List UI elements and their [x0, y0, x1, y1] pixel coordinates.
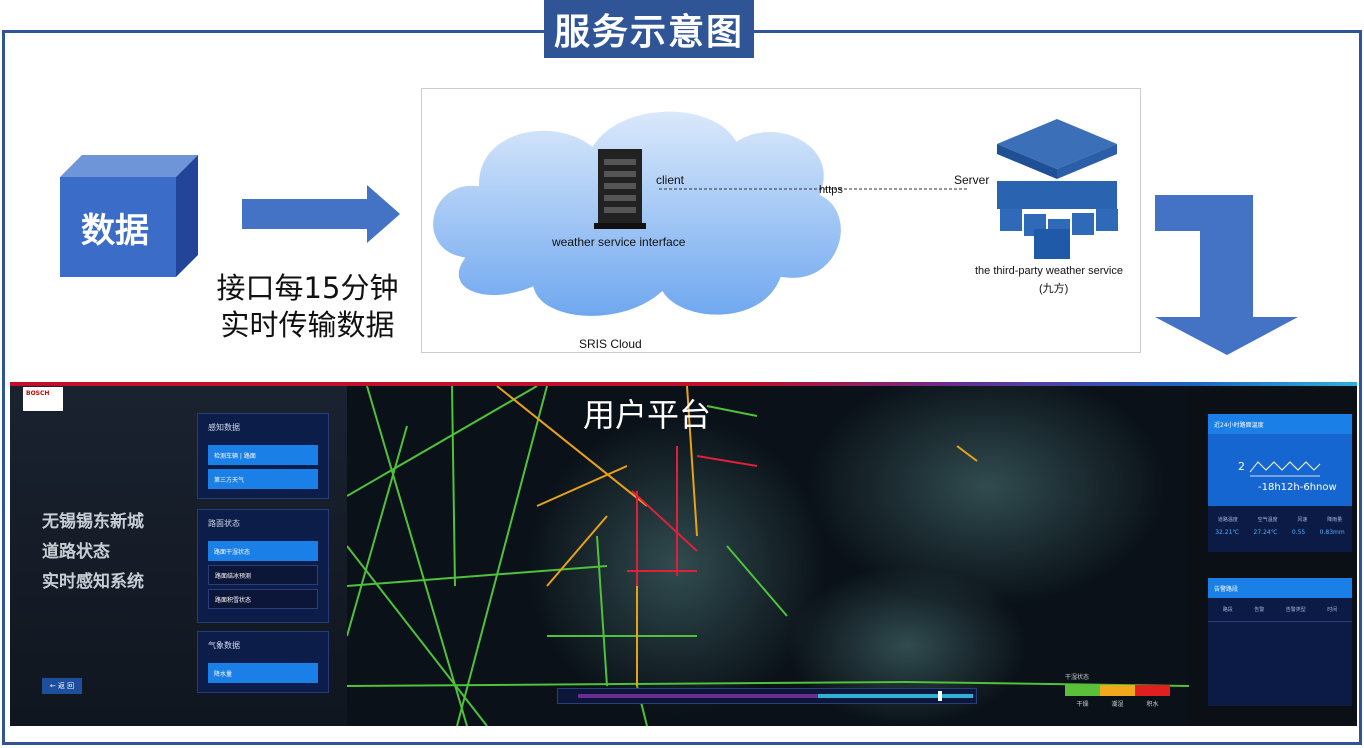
- weather-data-panel: 气象数据 降水量: [197, 631, 329, 693]
- legend-swatch-dry: [1065, 685, 1100, 696]
- cloud-label: SRIS Cloud: [579, 337, 642, 351]
- vehicle-road-button[interactable]: 检测车辆 | 路面: [208, 445, 318, 465]
- platform-title: 用户平台: [583, 396, 712, 434]
- wet-dry-legend: 干湿状态 干燥 潮湿 积水: [1065, 672, 1170, 708]
- architecture-diagram: client weather service interface https S…: [421, 88, 1141, 353]
- bosch-logo: BOSCH: [23, 387, 63, 411]
- road-snow-button[interactable]: 路面积雪状态: [208, 589, 318, 609]
- temp-chart: 2 -18h12h-6hnow: [1208, 434, 1352, 506]
- temp-sparkline: [1249, 461, 1321, 477]
- alert-panel: 告警路段 路段 告警 告警类型 时间: [1208, 578, 1352, 706]
- timeline-slider[interactable]: [557, 688, 977, 704]
- down-arrow-icon: [1155, 195, 1298, 355]
- server-rack-icon: [594, 149, 646, 229]
- server-name: the third-party weather service: [975, 265, 1123, 277]
- legend-swatch-damp: [1100, 685, 1135, 696]
- sensor-data-panel: 感知数据 检测车辆 | 路面 第三方天气: [197, 413, 329, 499]
- road-status-panel: 路面状态 路面干湿状态 路面结冰预测 路面积雪状态: [197, 509, 329, 623]
- data-cube-label: 数据: [81, 211, 149, 251]
- legend-swatch-water: [1135, 685, 1170, 696]
- cloud-icon: [429, 107, 1118, 320]
- server-sub: (九方): [1039, 283, 1069, 295]
- road-wet-dry-button[interactable]: 路面干湿状态: [208, 541, 318, 561]
- road-map[interactable]: [346, 382, 1190, 726]
- road-ice-button[interactable]: 路面结冰预测: [208, 565, 318, 585]
- road-network: [346, 382, 1190, 726]
- brand-bar: [10, 382, 1357, 386]
- server-label: Server: [954, 173, 990, 187]
- precipitation-button[interactable]: 降水量: [208, 663, 318, 683]
- alert-table-header: 路段 告警 告警类型 时间: [1208, 598, 1352, 622]
- back-button[interactable]: ← 返 回: [42, 678, 82, 694]
- https-label: https: [819, 184, 843, 196]
- road-temp-panel: 近24小时路面温度 2 -18h12h-6hnow 道路温度 空气温度 风速 降…: [1208, 414, 1352, 552]
- right-arrow-icon: [242, 185, 400, 243]
- third-party-service-icon: [997, 119, 1118, 259]
- client-label: client: [656, 173, 685, 187]
- page-title: 服务示意图: [544, 0, 754, 58]
- interface-note: 接口每15分钟 实时传输数据: [216, 271, 399, 342]
- stat-labels: 道路温度 空气温度 风速 降雨量: [1217, 517, 1343, 523]
- system-title: 无锡锡东新城 道路状态 实时感知系统: [42, 512, 144, 592]
- stat-values: 32.21℃ 27.24℃ 0.55 0.83mm: [1215, 529, 1345, 536]
- data-cube-icon: [60, 155, 198, 277]
- third-party-weather-button[interactable]: 第三方天气: [208, 469, 318, 489]
- client-name: weather service interface: [552, 235, 686, 249]
- user-platform-screenshot: BOSCH 无锡锡东新城 道路状态 实时感知系统 ← 返 回 感知数据 检测车辆…: [10, 382, 1357, 726]
- timeline-track: [578, 691, 973, 701]
